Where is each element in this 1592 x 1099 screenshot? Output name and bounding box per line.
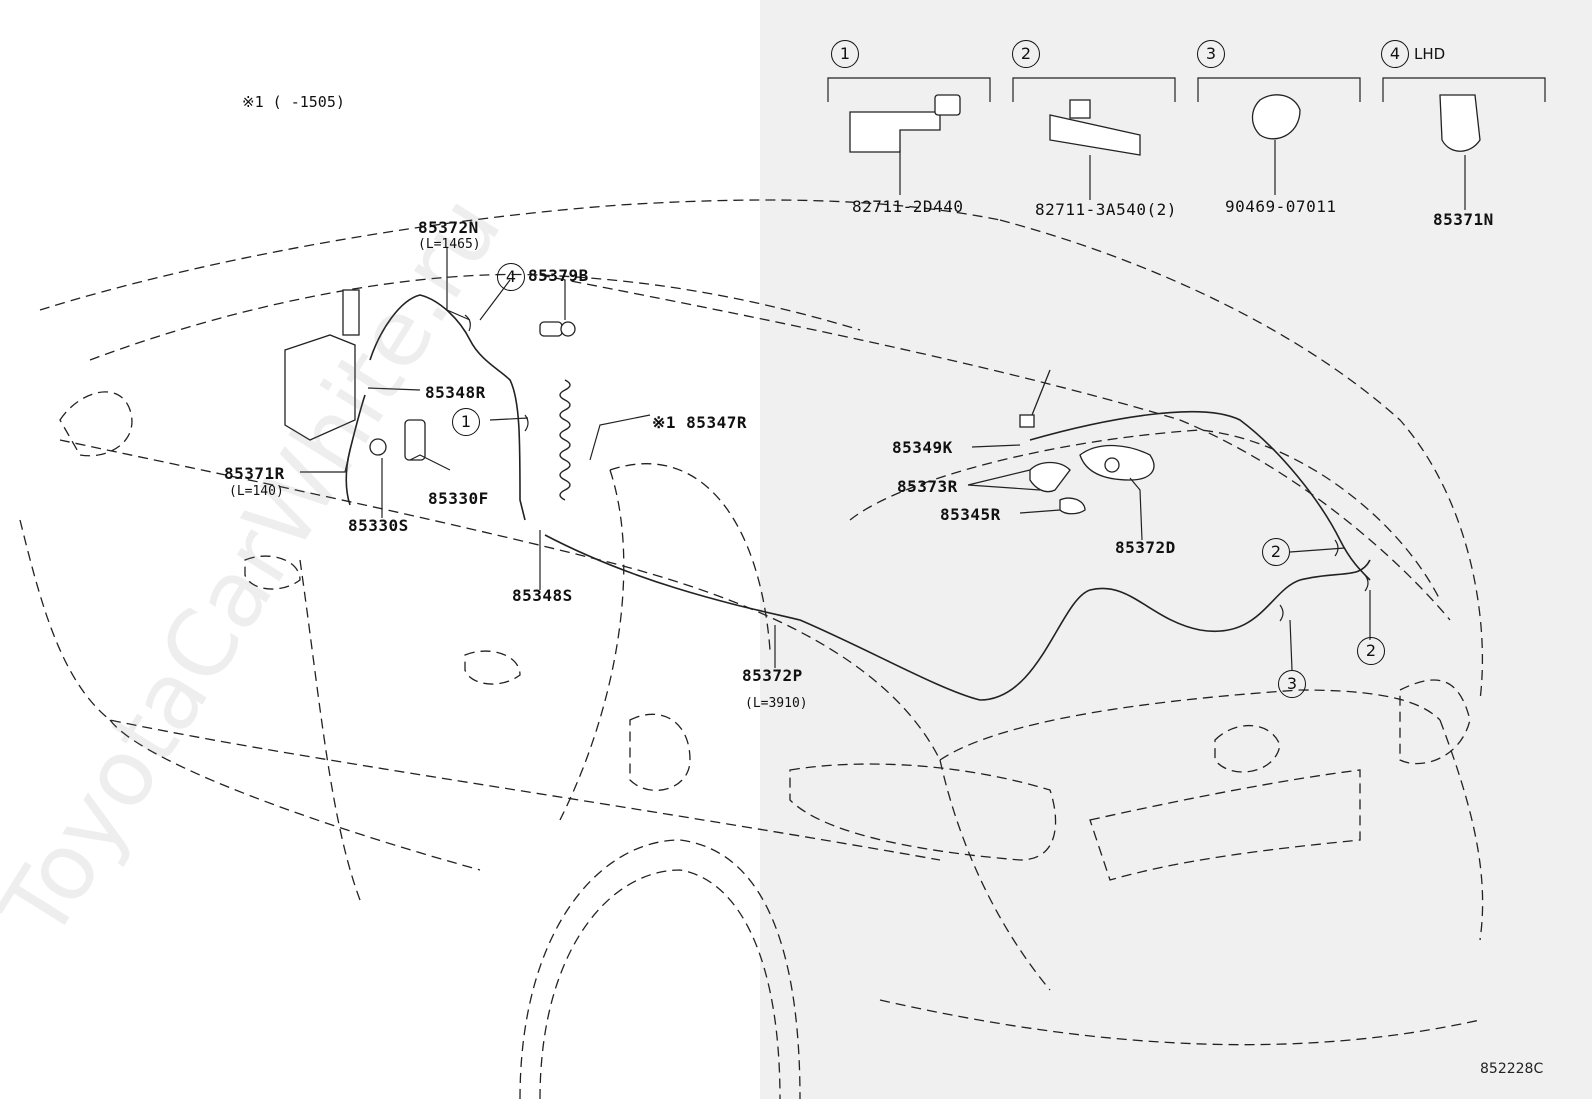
part-85379B[interactable]: 85379B <box>528 266 589 285</box>
diagram-right-panel <box>760 0 1592 1099</box>
part-85349K[interactable]: 85349K <box>892 438 953 457</box>
part-85330F[interactable]: 85330F <box>428 489 489 508</box>
legend-callout-3: 3 <box>1197 40 1225 68</box>
legend-callout-4: 4 <box>1381 40 1409 68</box>
part-85348S[interactable]: 85348S <box>512 586 573 605</box>
legend-part-1[interactable]: 82711-2D440 <box>852 197 964 216</box>
part-85372N-length: (L=1465) <box>418 237 481 252</box>
part-85372P[interactable]: 85372P <box>742 666 803 685</box>
callout-4: 4 <box>497 263 525 291</box>
part-85347R[interactable]: ※1 85347R <box>652 413 747 432</box>
part-85373R[interactable]: 85373R <box>897 477 958 496</box>
callout-3: 3 <box>1278 670 1306 698</box>
part-85372N[interactable]: 85372N <box>418 218 479 237</box>
part-85348R[interactable]: 85348R <box>425 383 486 402</box>
part-85372D[interactable]: 85372D <box>1115 538 1176 557</box>
legend-part-4[interactable]: 85371N <box>1433 210 1494 229</box>
diagram-left-panel <box>0 0 760 1099</box>
part-85330S[interactable]: 85330S <box>348 516 409 535</box>
legend-part-3[interactable]: 90469-07011 <box>1225 197 1337 216</box>
part-85371R-length: (L=140) <box>229 484 284 499</box>
lhd-tag: LHD <box>1414 45 1446 63</box>
production-note: ※1 ( -1505) <box>242 93 345 111</box>
part-85371R[interactable]: 85371R <box>224 464 285 483</box>
diagram-id: 852228C <box>1480 1061 1544 1077</box>
legend-part-2[interactable]: 82711-3A540(2) <box>1035 200 1177 219</box>
callout-2-lower: 2 <box>1357 637 1385 665</box>
part-85372P-length: (L=3910) <box>745 696 808 711</box>
callout-1: 1 <box>452 408 480 436</box>
part-85345R[interactable]: 85345R <box>940 505 1001 524</box>
callout-2-upper: 2 <box>1262 538 1290 566</box>
legend-callout-1: 1 <box>831 40 859 68</box>
legend-callout-2: 2 <box>1012 40 1040 68</box>
